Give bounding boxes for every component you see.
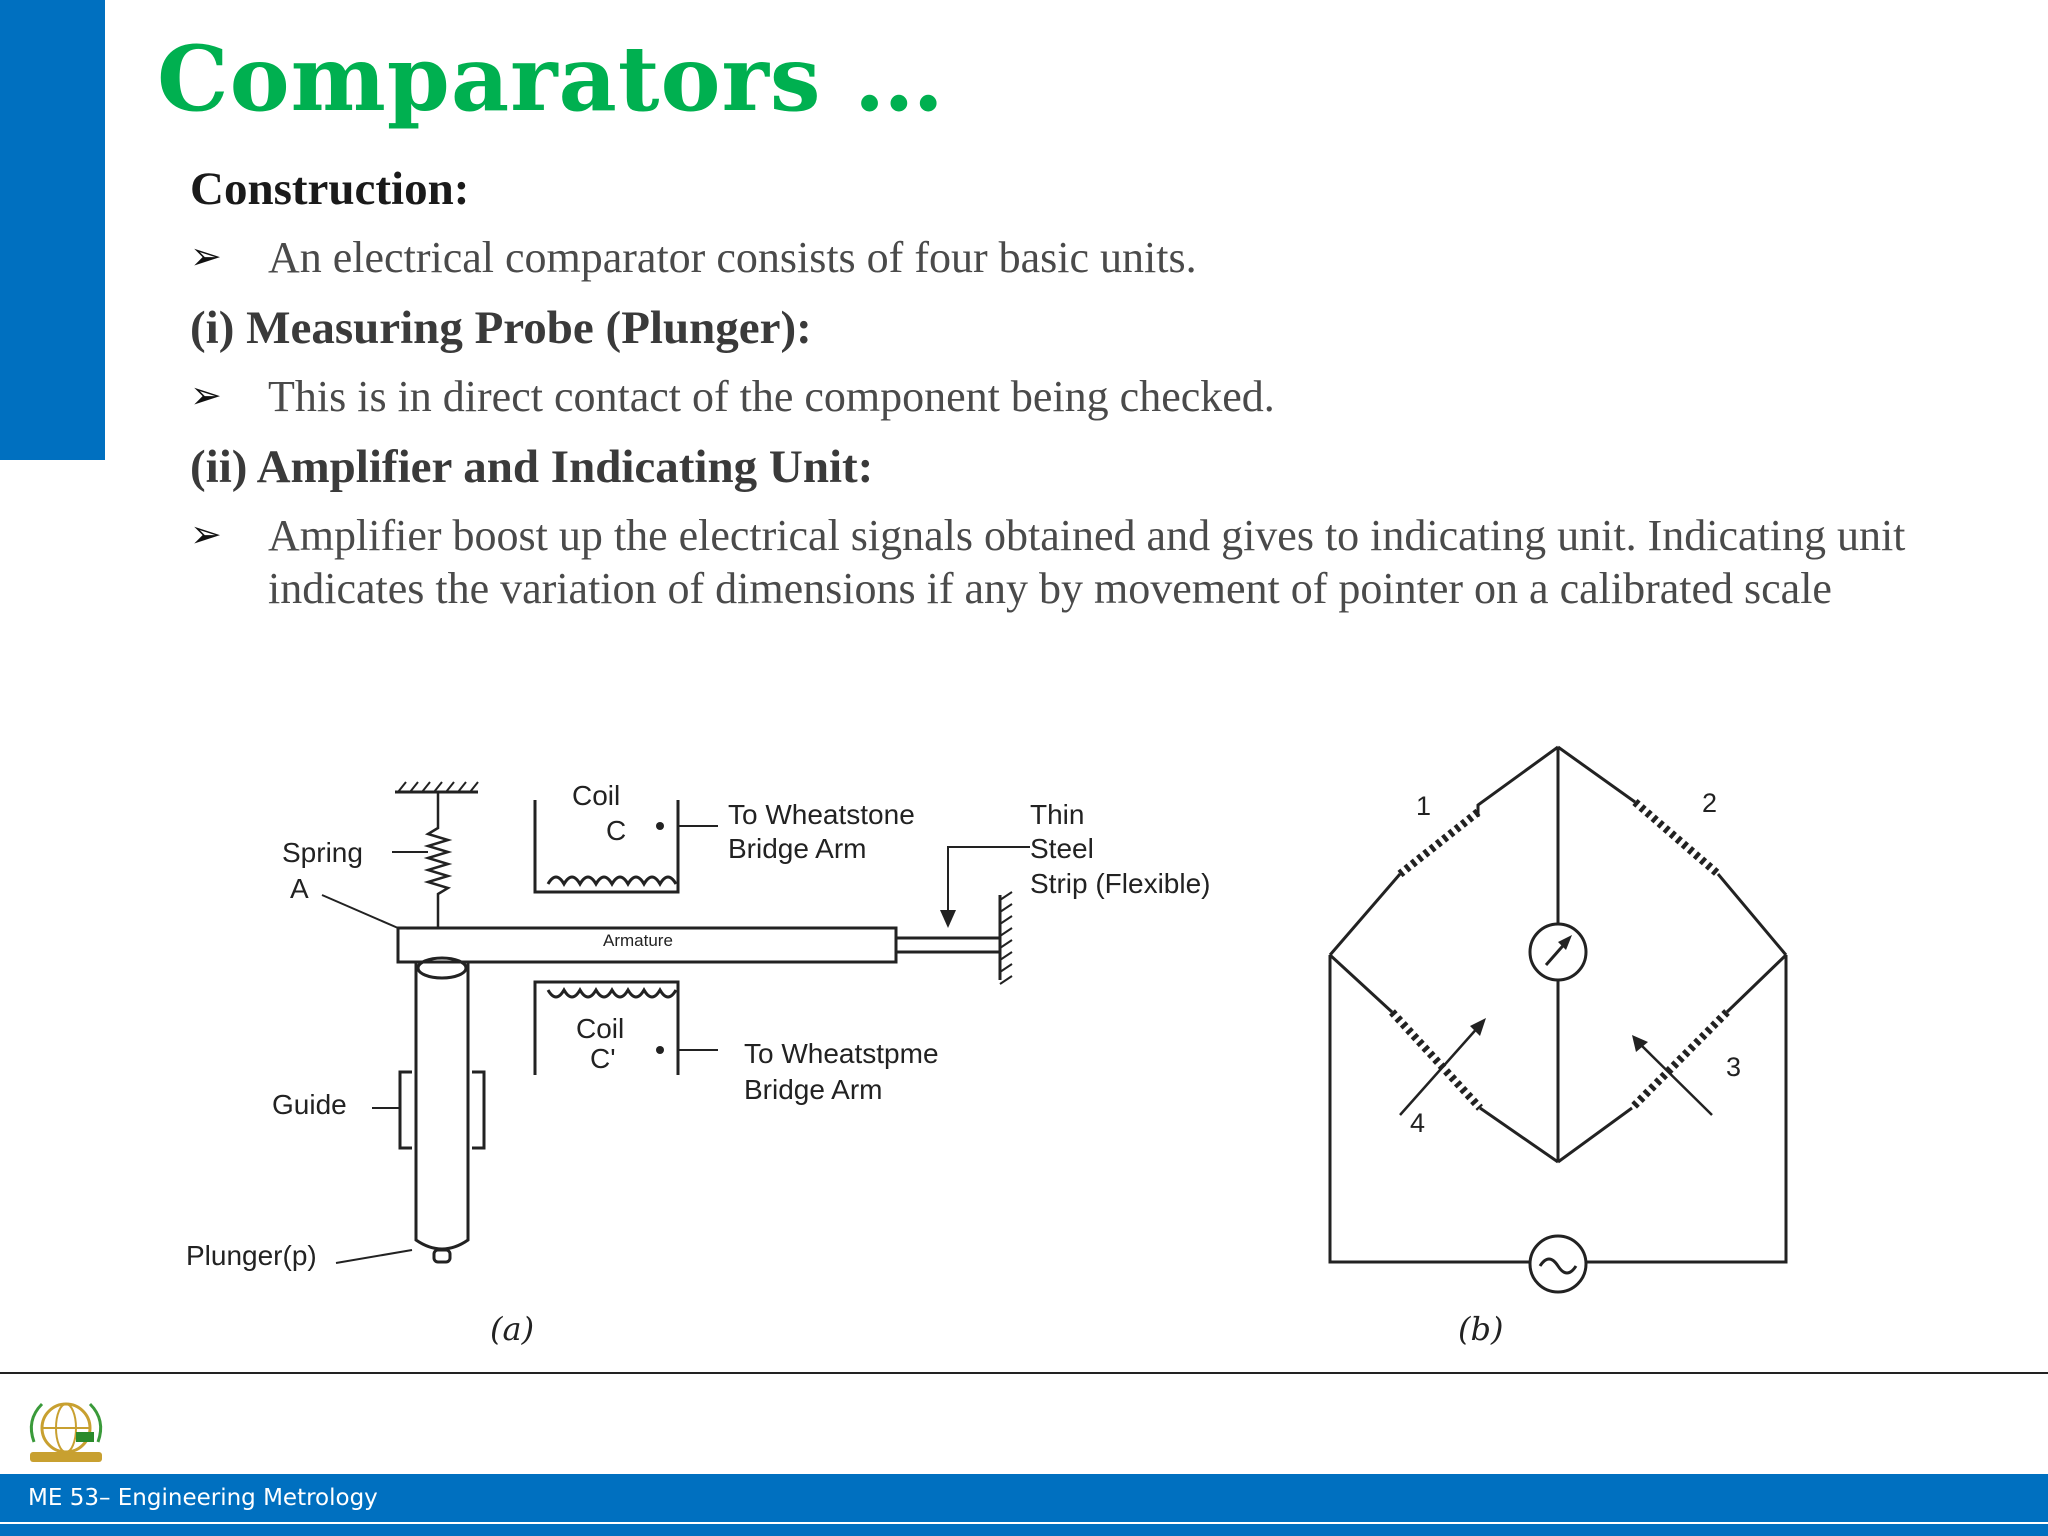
label-bridge-top-1: To Wheatstone (728, 799, 915, 830)
armature (396, 926, 898, 964)
bottom-coil-housing (533, 980, 680, 1075)
course-label: ME 53– Engineering Metrology (28, 1485, 378, 1511)
label-coil-bottom: Coil (576, 1013, 624, 1044)
ac-wave (1538, 1257, 1578, 1275)
bullet-item: ➢ Amplifier boost up the electrical sign… (190, 510, 2020, 616)
caption-a: (a) (490, 1310, 534, 1348)
ceiling-hatch (397, 781, 479, 793)
top-coil-terminal (656, 822, 664, 830)
plunger-tip (432, 1248, 452, 1264)
left-accent-bar (0, 0, 105, 460)
supply-wire-left (1328, 955, 1530, 1264)
bottom-coil-winding (546, 986, 678, 999)
strip-arrow-head (940, 910, 956, 928)
slide-title: Comparators … (157, 26, 945, 132)
label-strip-2: Steel (1030, 833, 1094, 864)
variable-arrow-4 (1399, 1024, 1481, 1116)
spring (423, 792, 453, 928)
bridge-wire-tl (1476, 745, 1559, 817)
guide-right (472, 1070, 486, 1150)
label-spring: Spring (282, 837, 363, 868)
bottom-coil-terminal (656, 1046, 664, 1054)
arrow-bullet-icon: ➢ (190, 513, 222, 556)
bridge-wire-br2 (1557, 1106, 1633, 1164)
bridge-wire-br (1725, 953, 1788, 1014)
label-arm-3: 3 (1726, 1052, 1741, 1082)
label-strip-3: Strip (Flexible) (1030, 868, 1210, 899)
footer-strip (0, 1524, 2048, 1536)
label-spring-a: A (290, 873, 309, 904)
label-coil-c-prime: C' (590, 1043, 616, 1074)
plunger-head (416, 956, 468, 980)
label-guide: Guide (272, 1089, 347, 1120)
spring-a-leader (321, 894, 399, 929)
bullet-item: ➢ This is in direct contact of the compo… (190, 371, 2020, 424)
top-coil-housing (533, 800, 680, 894)
variable-arrow-4-head (1470, 1018, 1486, 1036)
bridge-wire-bl (1328, 953, 1394, 1014)
label-coil-top: Coil (572, 780, 620, 811)
slide-content: Construction: ➢ An electrical comparator… (190, 162, 2020, 631)
construction-heading: Construction: (190, 163, 470, 215)
label-armature: Armature (603, 931, 673, 950)
bridge-wire-bl2 (1479, 1106, 1559, 1164)
label-arm-4: 4 (1410, 1108, 1425, 1138)
plunger-leader (335, 1249, 413, 1264)
galvanometer-needle-head (1558, 935, 1572, 950)
arrow-bullet-icon: ➢ (190, 374, 222, 417)
label-bridge-bottom-2: Bridge Arm (744, 1074, 883, 1105)
institution-logo-icon (16, 1390, 112, 1470)
bridge-wire-r (1716, 873, 1788, 956)
variable-arrow-3 (1637, 1041, 1713, 1116)
plunger-body (414, 962, 470, 1251)
supply-wire-right (1586, 955, 1788, 1264)
label-bridge-bottom-1: To Wheatstpme (744, 1038, 939, 1069)
bridge-wire-l (1328, 873, 1402, 956)
coil-3 (1629, 1009, 1730, 1111)
guide-left (398, 1070, 412, 1150)
coil-1 (1397, 808, 1481, 878)
label-bridge-top-2: Bridge Arm (728, 833, 867, 864)
label-arm-2: 2 (1702, 788, 1717, 818)
wall-hatch (999, 891, 1013, 985)
amplifier-heading: (ii) Amplifier and Indicating Unit: (190, 440, 874, 493)
label-arm-1: 1 (1416, 791, 1431, 821)
label-plunger: Plunger(p) (186, 1240, 317, 1271)
label-strip-1: Thin (1030, 799, 1084, 830)
footer-divider (0, 1372, 2048, 1374)
top-coil-winding (546, 875, 678, 888)
bridge-wire-tr (1557, 745, 1636, 804)
comparator-diagram: Spring A Coil C To Wheatstone Bridge Arm… (186, 745, 1788, 1348)
measuring-probe-heading: (i) Measuring Probe (Plunger): (190, 301, 812, 354)
arrow-bullet-icon: ➢ (190, 236, 222, 279)
caption-b: (b) (1458, 1310, 1503, 1348)
bullet-text: Amplifier boost up the electrical signal… (268, 510, 1906, 613)
bullet-text: This is in direct contact of the compone… (268, 371, 1275, 421)
comparator-figure: Spring A Coil C To Wheatstone Bridge Arm… (180, 740, 1830, 1360)
strip-pointer (947, 846, 1030, 920)
footer-bar: ME 53– Engineering Metrology (0, 1474, 2048, 1522)
coil-2 (1632, 798, 1721, 878)
coil-4 (1389, 1009, 1483, 1111)
bullet-item: ➢ An electrical comparator consists of f… (190, 232, 2020, 285)
bullet-text: An electrical comparator consists of fou… (268, 233, 1197, 283)
variable-arrow-3-head (1632, 1035, 1648, 1052)
label-coil-c: C (606, 815, 626, 846)
